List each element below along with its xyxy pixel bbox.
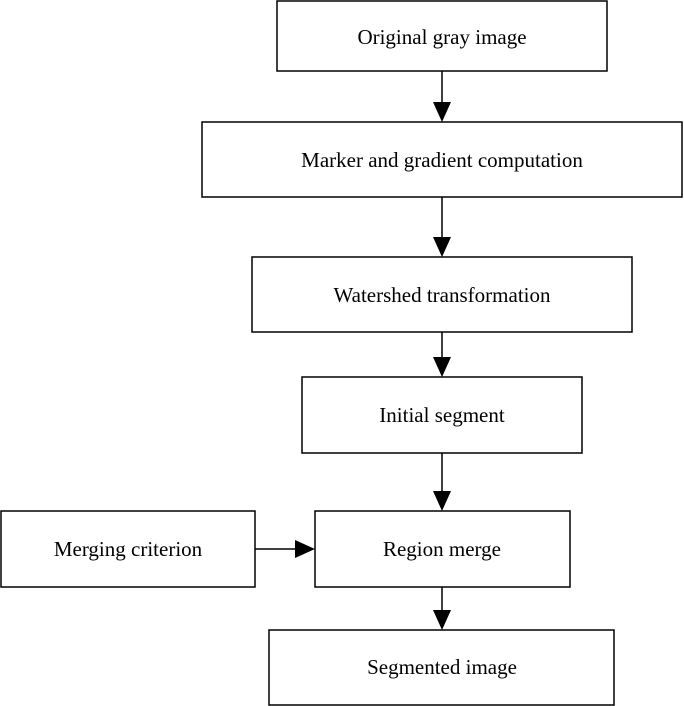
arrow-criterion-to-merge (255, 540, 315, 558)
node-merging-criterion: Merging criterion (0, 510, 256, 588)
arrow-watershed-to-initial (433, 332, 451, 377)
node-label: Segmented image (367, 655, 517, 679)
node-original-gray-image: Original gray image (276, 0, 608, 72)
node-label: Initial segment (379, 403, 505, 427)
node-marker-gradient: Marker and gradient computation (201, 121, 683, 198)
node-initial-segment: Initial segment (301, 376, 583, 454)
node-label: Merging criterion (54, 537, 203, 561)
node-label: Watershed transformation (334, 283, 551, 307)
node-region-merge: Region merge (314, 510, 571, 588)
arrow-initial-to-merge (433, 453, 451, 511)
node-label: Marker and gradient computation (301, 148, 583, 172)
arrow-original-to-marker (433, 71, 451, 122)
node-label: Original gray image (357, 25, 526, 49)
arrow-merge-to-segmented (433, 587, 451, 630)
node-watershed-transformation: Watershed transformation (251, 256, 633, 333)
arrow-marker-to-watershed (433, 197, 451, 257)
node-segmented-image: Segmented image (268, 629, 615, 706)
node-label: Region merge (383, 537, 501, 561)
